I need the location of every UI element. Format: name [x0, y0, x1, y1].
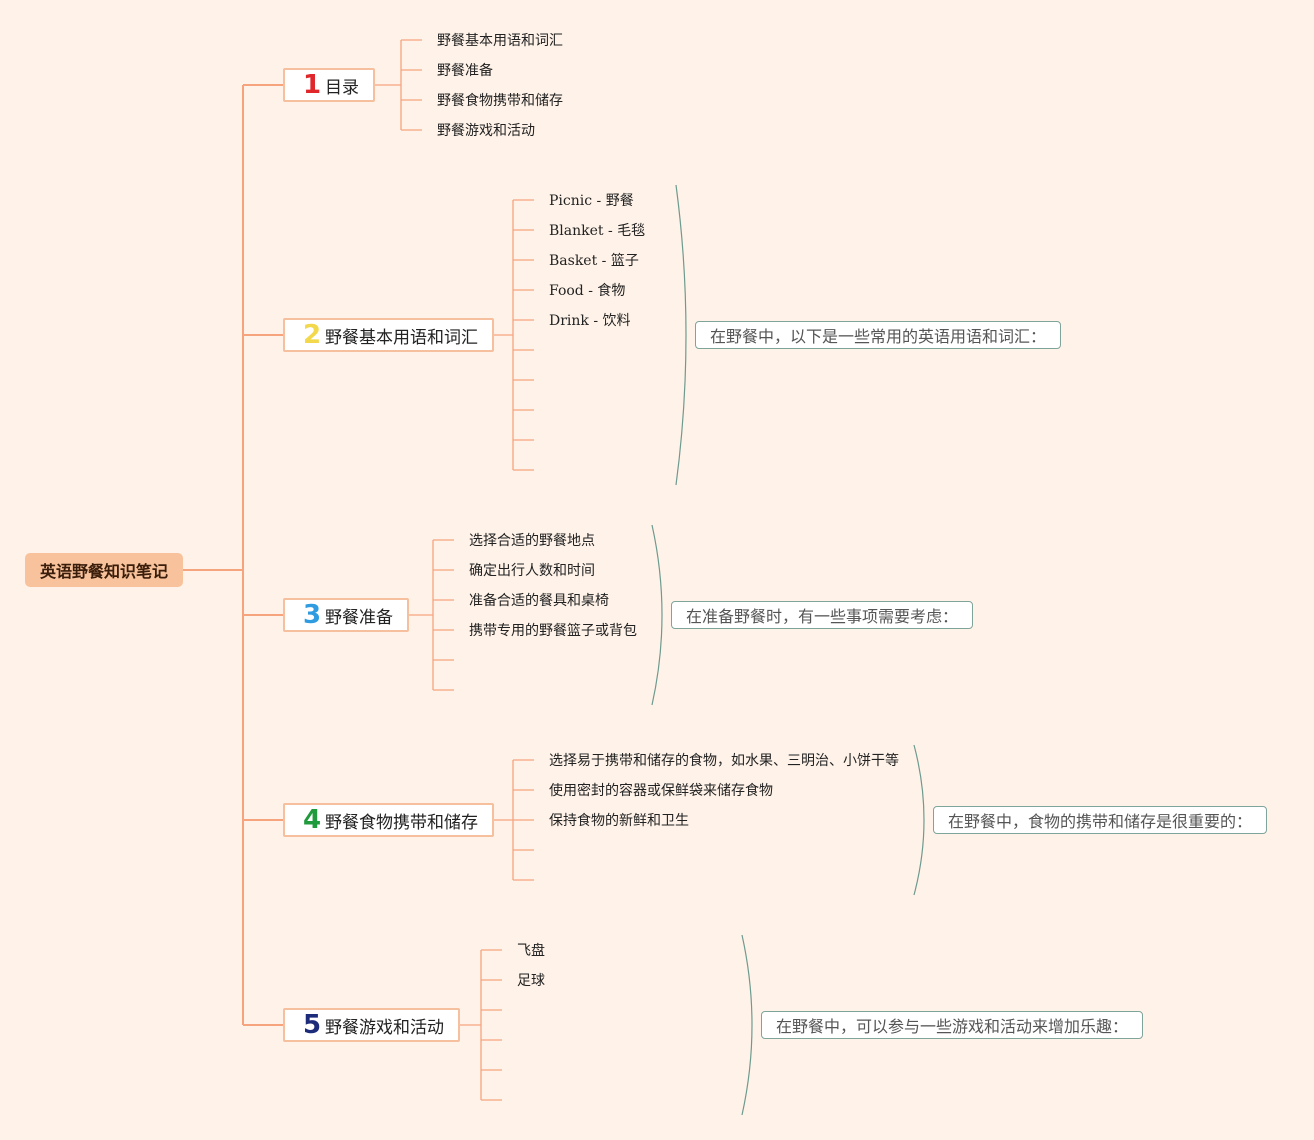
summary-bracket-3	[651, 524, 663, 706]
branch-topic-4[interactable]: 4 野餐食物携带和储存	[283, 803, 494, 837]
subtopic[interactable]: 携带专用的野餐篮子或背包	[469, 623, 637, 639]
subtopic[interactable]: 选择易于携带和储存的食物，如水果、三明治、小饼干等	[549, 753, 899, 769]
summary-bracket-2	[675, 184, 687, 486]
subtopic[interactable]: 准备合适的餐具和桌椅	[469, 593, 609, 609]
subtopic[interactable]: Basket - 篮子	[549, 253, 639, 269]
subtopic[interactable]: 野餐基本用语和词汇	[437, 33, 563, 49]
branch-label: 野餐准备	[325, 607, 393, 628]
number-5-icon: 5	[303, 1010, 322, 1040]
subtopic[interactable]: 选择合适的野餐地点	[469, 533, 595, 549]
branch-label: 目录	[325, 77, 359, 98]
connector-branch-1	[372, 39, 422, 131]
connector-branch-3	[404, 539, 454, 691]
number-4-icon: 4	[303, 805, 322, 835]
subtopic[interactable]: Food - 食物	[549, 283, 626, 299]
connector-branch-2	[484, 199, 534, 471]
summary-box-3[interactable]: 在准备野餐时，有一些事项需要考虑：	[671, 601, 974, 629]
branch-label: 野餐食物携带和储存	[325, 812, 478, 833]
branch-topic-5[interactable]: 5 野餐游戏和活动	[283, 1008, 460, 1042]
branch-topic-1[interactable]: 1 目录	[283, 68, 375, 102]
subtopic[interactable]: 野餐游戏和活动	[437, 123, 535, 139]
subtopic[interactable]: 使用密封的容器或保鲜袋来储存食物	[549, 783, 773, 799]
summary-bracket-5	[741, 934, 753, 1116]
connector-branch-5	[452, 949, 502, 1101]
root-topic[interactable]: 英语野餐知识笔记	[25, 553, 183, 587]
number-1-icon: 1	[303, 70, 322, 100]
subtopic[interactable]: 野餐食物携带和储存	[437, 93, 563, 109]
summary-box-5[interactable]: 在野餐中，可以参与一些游戏和活动来增加乐趣：	[761, 1011, 1144, 1039]
number-3-icon: 3	[303, 600, 322, 630]
subtopic[interactable]: 飞盘	[517, 943, 545, 959]
branch-topic-2[interactable]: 2 野餐基本用语和词汇	[283, 318, 494, 352]
subtopic[interactable]: Picnic - 野餐	[549, 193, 634, 209]
subtopic[interactable]: Drink - 饮料	[549, 313, 631, 329]
summary-bracket-4	[913, 744, 925, 896]
subtopic[interactable]: 保持食物的新鲜和卫生	[549, 813, 689, 829]
branch-label: 野餐基本用语和词汇	[325, 327, 478, 348]
subtopic[interactable]: 野餐准备	[437, 63, 493, 79]
branch-topic-3[interactable]: 3 野餐准备	[283, 598, 409, 632]
summary-box-2[interactable]: 在野餐中，以下是一些常用的英语用语和词汇：	[695, 321, 1062, 349]
branch-label: 野餐游戏和活动	[325, 1017, 444, 1038]
number-2-icon: 2	[303, 320, 322, 350]
summary-box-4[interactable]: 在野餐中，食物的携带和储存是很重要的：	[933, 806, 1268, 834]
subtopic[interactable]: 确定出行人数和时间	[469, 563, 595, 579]
subtopic[interactable]: Blanket - 毛毯	[549, 223, 646, 239]
connector-branch-4	[484, 759, 534, 881]
subtopic[interactable]: 足球	[517, 973, 545, 989]
